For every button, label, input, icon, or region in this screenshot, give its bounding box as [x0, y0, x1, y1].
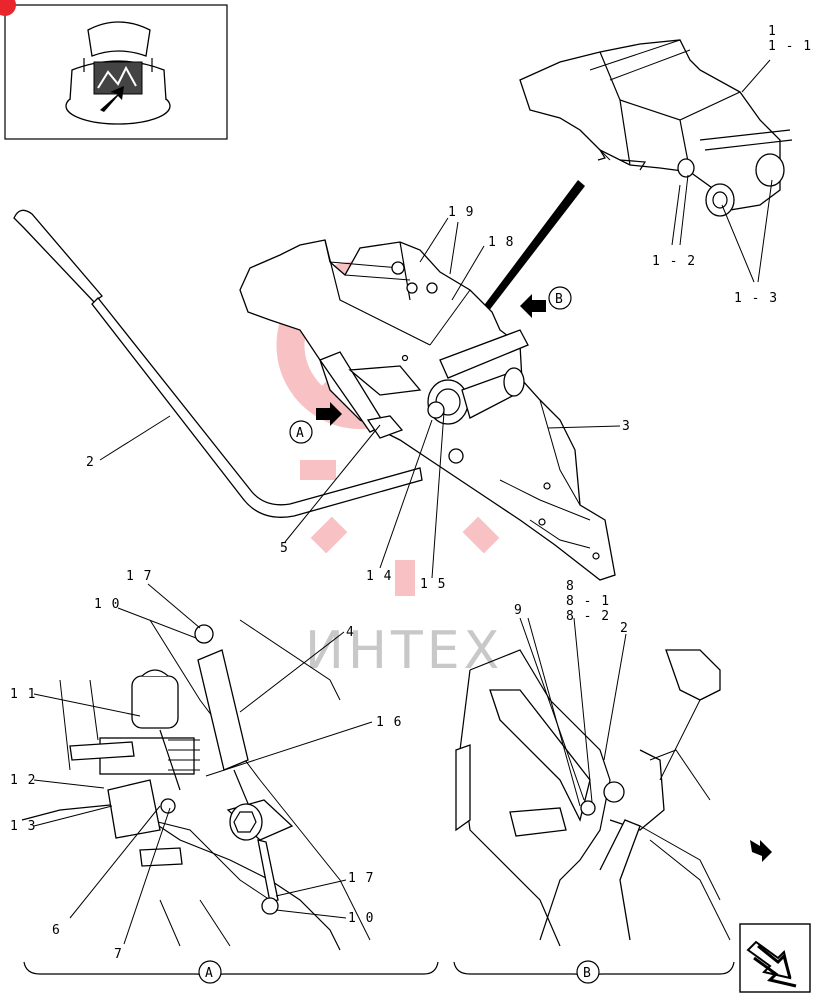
direction-arrow-b-icon [520, 294, 546, 318]
callout-11: 1 1 [10, 687, 36, 702]
detail-a-marker [198, 960, 222, 984]
callout-4: 4 [346, 625, 355, 640]
inset-pointer-icon [100, 86, 124, 112]
callout-18: 1 8 [488, 235, 514, 250]
callout-5: 5 [280, 541, 289, 556]
detail-b-marker [576, 960, 600, 984]
main-bracket [239, 239, 616, 581]
callout-2-detail: 2 [620, 621, 629, 636]
callout-17-bottom: 1 7 [348, 871, 374, 886]
callout-13: 1 3 [10, 819, 36, 834]
view-a-marker: A [289, 402, 342, 444]
inset-badge [0, 0, 16, 16]
callout-16: 1 6 [376, 715, 402, 730]
callout-8-2: 8 - 2 [566, 609, 610, 624]
locator-inset [0, 0, 228, 140]
detail-leader-wedge [482, 180, 585, 312]
view-b-marker: B [520, 286, 572, 318]
watermark-text: ИНТЕХ [305, 621, 503, 681]
callout-1-3: 1 - 3 [734, 291, 778, 306]
detail-a-brace [23, 961, 439, 984]
callout-15: 1 5 [420, 577, 446, 592]
callout-14: 1 4 [366, 569, 392, 584]
view-a-label: A [296, 426, 305, 441]
callout-1-1: 1 - 1 [768, 39, 812, 54]
detail-b [455, 649, 731, 947]
callout-8: 8 [566, 579, 575, 594]
direction-arrow-a-icon [316, 402, 342, 426]
callout-6: 6 [52, 923, 61, 938]
callout-2-main: 2 [86, 455, 95, 470]
direction-arrow-icon [750, 840, 772, 862]
detail-b-label: B [583, 966, 592, 981]
callout-1: 1 [768, 24, 777, 39]
callout-17-top: 1 7 [126, 569, 152, 584]
callout-19: 1 9 [448, 205, 474, 220]
callout-1-2: 1 - 2 [652, 254, 696, 269]
callout-10-bottom: 1 0 [348, 911, 374, 926]
callout-12: 1 2 [10, 773, 36, 788]
view-b-label: B [555, 292, 564, 307]
callout-9: 9 [514, 603, 523, 618]
callout-8-1: 8 - 1 [566, 594, 610, 609]
callout-10-top: 1 0 [94, 597, 120, 612]
detail-a [21, 619, 371, 951]
part-1-frame [519, 39, 793, 217]
callout-7: 7 [114, 947, 123, 962]
detail-a-label: A [205, 966, 214, 981]
next-page-button[interactable] [739, 923, 811, 993]
part-2-lever [13, 209, 423, 518]
callout-3: 3 [622, 419, 631, 434]
